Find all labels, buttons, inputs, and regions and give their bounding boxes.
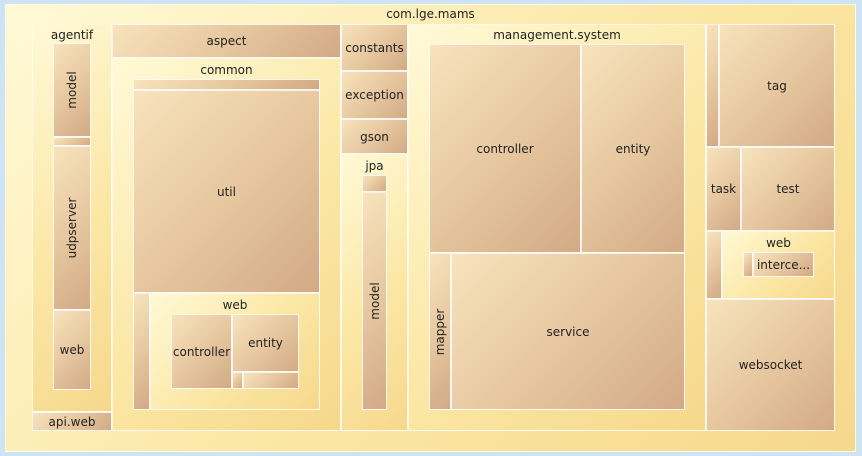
class-task-label: task bbox=[710, 182, 737, 196]
class-udpserver[interactable]: udpserver bbox=[53, 146, 91, 310]
class-web-controller[interactable]: controller bbox=[171, 314, 232, 389]
class-model[interactable]: model bbox=[53, 43, 91, 137]
class-small-agentif[interactable] bbox=[53, 137, 91, 146]
class-mapper-label: mapper bbox=[433, 308, 447, 355]
class-web-entity-label: entity bbox=[248, 336, 283, 350]
class-constants-label: constants bbox=[345, 40, 404, 55]
class-small-jpa[interactable] bbox=[362, 175, 387, 192]
package-jpa-label: jpa bbox=[365, 159, 384, 173]
class-agentif-web-label: web bbox=[59, 343, 85, 357]
class-jpa-model[interactable]: model bbox=[362, 192, 387, 410]
class-constants[interactable]: constants bbox=[341, 24, 408, 71]
class-small-web-2[interactable] bbox=[243, 372, 299, 389]
class-small-right-1[interactable] bbox=[706, 24, 719, 147]
class-exception-label: exception bbox=[345, 88, 404, 102]
class-ms-controller[interactable]: controller bbox=[429, 44, 581, 253]
class-interceptor[interactable]: interce... bbox=[753, 252, 814, 277]
package-common-label: common bbox=[200, 63, 253, 77]
class-gson[interactable]: gson bbox=[341, 119, 408, 154]
class-udpserver-label: udpserver bbox=[65, 197, 79, 259]
class-small-web-1[interactable] bbox=[232, 372, 243, 389]
class-tag[interactable]: tag bbox=[719, 24, 835, 147]
class-exception[interactable]: exception bbox=[341, 71, 408, 119]
class-api-web[interactable]: api.web bbox=[32, 412, 112, 431]
package-common-web-label: web bbox=[222, 298, 248, 312]
class-gson-label: gson bbox=[360, 129, 389, 144]
class-small-right-2[interactable] bbox=[706, 231, 722, 299]
class-websocket[interactable]: websocket bbox=[706, 299, 835, 431]
class-small-right-3[interactable] bbox=[743, 252, 753, 277]
class-aspect-label: aspect bbox=[206, 34, 247, 48]
class-small-common[interactable] bbox=[133, 79, 320, 90]
class-interceptor-label: interce... bbox=[756, 257, 811, 272]
class-aspect[interactable]: aspect bbox=[112, 24, 341, 58]
class-agentif-web[interactable]: web bbox=[53, 310, 91, 390]
class-mapper[interactable]: mapper bbox=[429, 253, 451, 410]
package-agentif-label: agentif bbox=[50, 28, 94, 42]
class-tag-label: tag bbox=[767, 78, 787, 93]
class-test[interactable]: test bbox=[741, 147, 835, 231]
class-ms-controller-label: controller bbox=[476, 141, 534, 156]
class-small-common-2[interactable] bbox=[133, 293, 150, 410]
package-management-system-label: management.system bbox=[493, 28, 621, 42]
class-model-label: model bbox=[65, 71, 79, 109]
class-web-entity[interactable]: entity bbox=[232, 314, 299, 372]
class-web-controller-label: controller bbox=[172, 344, 231, 359]
class-jpa-model-label: model bbox=[367, 282, 382, 320]
class-task[interactable]: task bbox=[706, 147, 741, 231]
class-ms-entity-label: entity bbox=[615, 141, 651, 156]
class-util-label: util bbox=[217, 184, 236, 199]
class-util[interactable]: util bbox=[133, 90, 320, 293]
class-ms-entity[interactable]: entity bbox=[581, 44, 685, 253]
class-service[interactable]: service bbox=[451, 253, 685, 410]
package-root-label: com.lge.mams bbox=[386, 7, 475, 21]
class-test-label: test bbox=[776, 182, 800, 196]
class-api-web-label: api.web bbox=[48, 414, 96, 429]
class-service-label: service bbox=[546, 324, 590, 339]
package-ms-web-label: web bbox=[766, 236, 791, 250]
class-websocket-label: websocket bbox=[738, 358, 803, 372]
